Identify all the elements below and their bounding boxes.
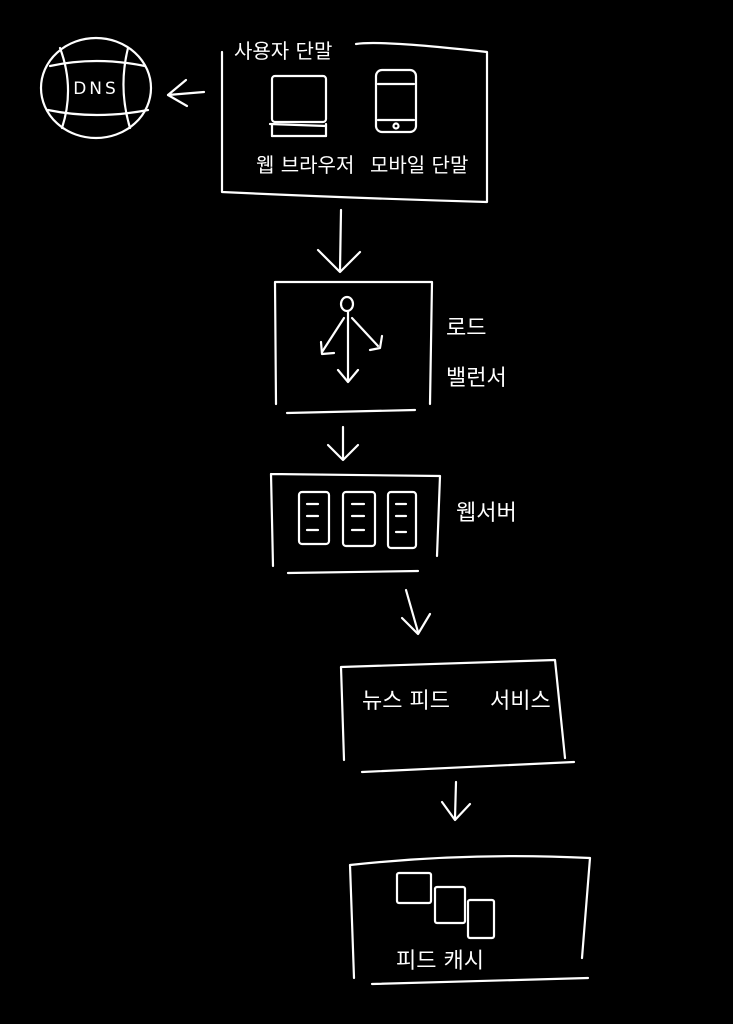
feed-cache-label: 피드 캐시 <box>396 949 484 974</box>
feed-cache-box: 피드 캐시 <box>348 855 592 986</box>
dns-globe-latitude-top <box>48 59 147 68</box>
user-devices-frame <box>220 41 489 204</box>
dns-globe-outline <box>39 36 153 140</box>
web-browser-label: 웹 브라우저 <box>256 153 354 177</box>
user-devices-box: 사용자 단말 웹 브라우저 모바일 단말 <box>220 39 489 204</box>
web-servers-label: 웹서버 <box>456 501 517 526</box>
news-feed-service-frame <box>339 658 567 762</box>
cache-documents-icon <box>395 871 496 940</box>
arrow-newsfeed-to-cache <box>440 780 472 822</box>
web-servers-box: 웹서버 <box>269 472 517 575</box>
arrow-to-dns <box>166 78 206 108</box>
dns-globe-latitude-bottom <box>46 108 150 117</box>
dns-globe-meridian-right <box>122 46 132 130</box>
mobile-phone-icon <box>374 68 418 134</box>
arrow-devices-to-lb <box>316 208 362 274</box>
user-devices-title: 사용자 단말 <box>234 39 332 63</box>
news-feed-service-label-left: 뉴스 피드 <box>362 689 450 714</box>
arrow-lb-to-webservers <box>326 425 360 462</box>
server-icon-3 <box>386 490 418 550</box>
load-balancer-label-line1: 로드 <box>446 316 486 341</box>
web-servers-frame <box>269 472 442 568</box>
load-balancer-label-line2: 밸런서 <box>446 366 507 391</box>
feed-cache-frame <box>348 855 592 980</box>
server-icon-2 <box>341 490 377 548</box>
laptop-icon <box>268 74 328 138</box>
load-balancer-box: 로드 밸런서 <box>273 280 507 415</box>
news-feed-service-box: 뉴스 피드 서비스 <box>339 658 576 774</box>
load-balancer-icon <box>319 295 384 384</box>
server-icon-1 <box>297 490 331 546</box>
dns-node: DNS <box>39 36 153 140</box>
mobile-device-label: 모바일 단말 <box>370 153 468 177</box>
dns-label: DNS <box>73 79 119 99</box>
news-feed-service-label-right: 서비스 <box>490 689 551 714</box>
dns-globe-meridian-left <box>58 46 70 130</box>
load-balancer-frame <box>273 280 434 406</box>
arrow-webservers-to-newsfeed <box>400 588 432 636</box>
